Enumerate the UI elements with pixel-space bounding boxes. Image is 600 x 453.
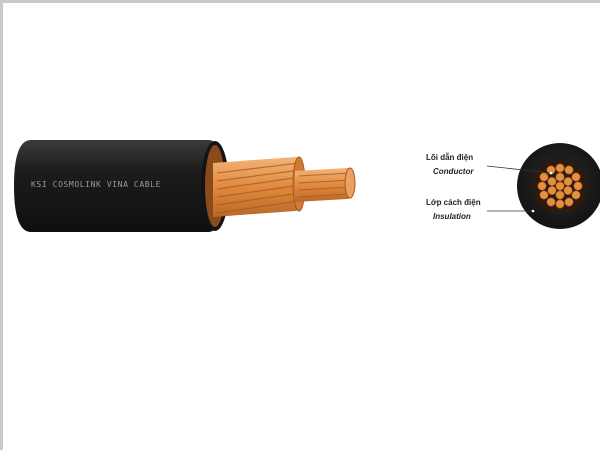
- insulation-label-vn: Lớp cách điện: [426, 198, 481, 207]
- cross-section-strands: [537, 163, 583, 209]
- conductor-label-vn: Lõi dẫn điện: [426, 153, 474, 162]
- conductor-label-en: Conductor: [433, 167, 474, 176]
- insulation-leader-dot: [531, 209, 535, 213]
- cable-side-view: [14, 140, 600, 232]
- cross-section: [517, 143, 600, 229]
- conductor-core-tip: [295, 167, 356, 202]
- conductor-leader-line: [486, 165, 552, 174]
- jacket-print-text: KSI COSMOLINK VINA CABLE: [31, 180, 161, 189]
- conductor-strands: [213, 156, 306, 217]
- conductor-leader-dot: [549, 171, 553, 175]
- insulation-label-en: Insulation: [433, 212, 471, 221]
